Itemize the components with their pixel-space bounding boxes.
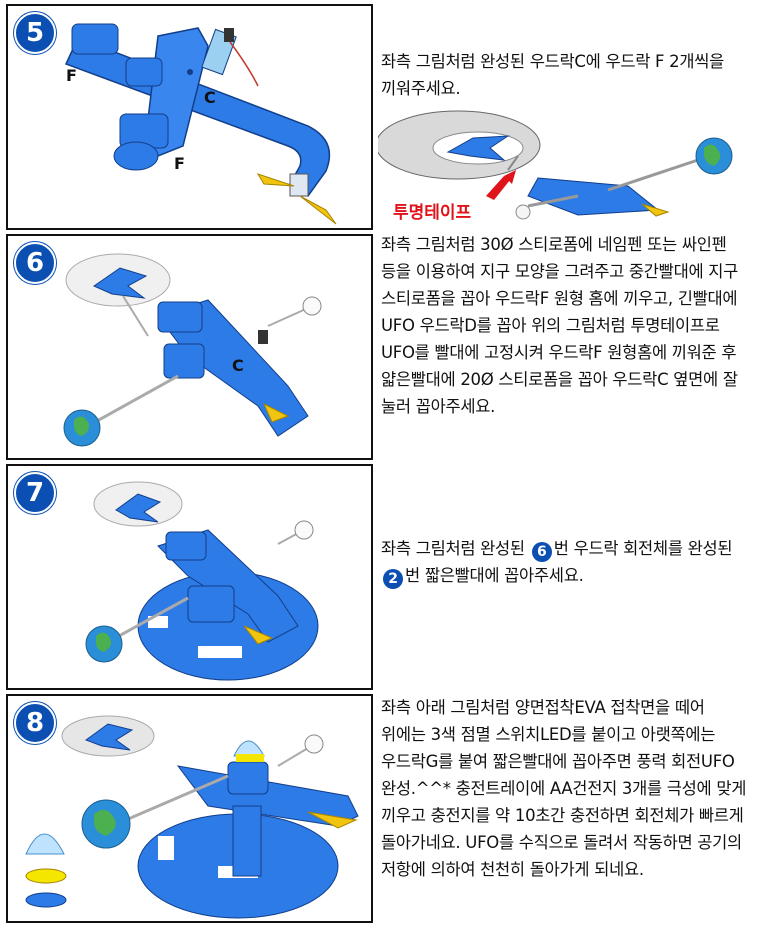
- step-7-illustration: [85, 481, 319, 681]
- step-ref-2-badge: 2: [383, 569, 403, 589]
- step-5-instructions: 좌측 그림처럼 완성된 우드락C에 우드락 F 2개씩을 끼워주세요.: [381, 52, 724, 98]
- step-7-text-c: 번 짧은빨대에 꼽아주세요.: [405, 566, 584, 585]
- step-number-badge: 8: [14, 702, 56, 744]
- part-label-c: C: [204, 88, 216, 107]
- step-ref-6-badge: 6: [531, 542, 552, 562]
- ufo-tape-illustration: [378, 110, 733, 220]
- transparent-tape-label: 투명테이프: [393, 203, 472, 223]
- step-8-instructions: 좌측 아래 그림처럼 양면접착EVA 접착면을 떼어 위에는 3색 점멸 스위치…: [381, 698, 747, 879]
- step-6-panel: 6 C: [6, 234, 373, 460]
- part-label-c: C: [232, 356, 244, 375]
- step-5-panel: 5 F F C: [6, 4, 373, 230]
- step-6-illustration: [63, 253, 322, 447]
- part-label-f: F: [66, 66, 77, 85]
- step-number-badge: 7: [14, 472, 56, 514]
- step-5-illustration: [64, 23, 337, 225]
- step-7-panel: 7: [6, 464, 373, 690]
- step-7-text-b: 번 우드락 회전체를 완성된: [553, 539, 733, 558]
- step-number-badge: 6: [14, 242, 56, 284]
- step-8-illustration: [25, 715, 359, 919]
- step-6-instructions: 좌측 그림처럼 30Ø 스티로폼에 네임펜 또는 싸인펜 등을 이용하여 지구 …: [381, 235, 739, 416]
- step-number-badge: 5: [14, 12, 56, 54]
- step-7-text-a: 좌측 그림처럼 완성된: [381, 539, 525, 558]
- step-8-panel: 8: [6, 694, 373, 923]
- part-label-f: F: [174, 154, 185, 173]
